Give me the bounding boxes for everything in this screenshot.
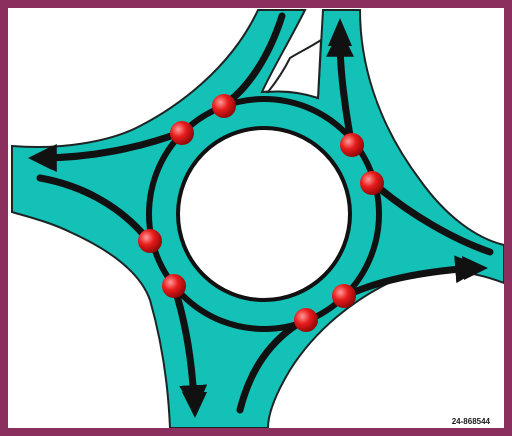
- conflict-dot: [212, 94, 236, 118]
- conflict-dot: [294, 308, 318, 332]
- conflict-dot: [332, 284, 356, 308]
- conflict-dot: [162, 274, 186, 298]
- figure-id: 24-868544: [452, 417, 491, 426]
- conflict-dot: [170, 121, 194, 145]
- conflict-dot: [360, 171, 384, 195]
- conflict-dot: [138, 229, 162, 253]
- central-island: [178, 128, 350, 300]
- conflict-dot: [340, 133, 364, 157]
